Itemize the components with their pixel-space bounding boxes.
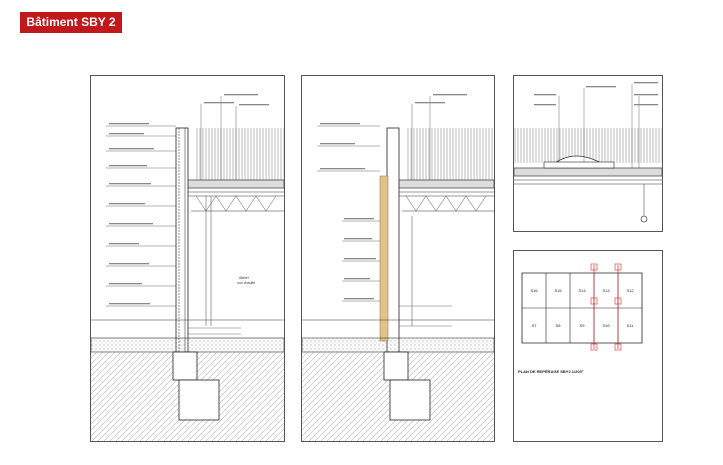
section-drawing-2-svg: [302, 94, 494, 441]
plan-cell-label: S9: [580, 323, 586, 328]
room-label-1: Atelier: [239, 276, 250, 280]
wall-column: [175, 127, 189, 354]
section-markers: [590, 263, 622, 351]
plan-grid: [521, 272, 643, 344]
foundation-footing: [178, 379, 220, 421]
plan-cell-label: S7: [532, 323, 538, 328]
plan-caption: PLAN DE REPÉRAGE SBY2 1/200°: [518, 369, 584, 374]
section-marker: [590, 263, 598, 271]
plan-cell-label: S11: [627, 323, 635, 328]
plan-cell-label: S14: [578, 288, 586, 293]
plan-cell-label: S15: [554, 288, 562, 293]
section-drawing-1: Atelier non chauffé: [90, 75, 285, 442]
plan-cell-label: S12: [626, 288, 634, 293]
section-marker: [590, 297, 598, 305]
section-marker: [590, 343, 598, 351]
section-drawing-2: [301, 75, 495, 442]
room-label-2: non chauffé: [237, 281, 255, 285]
roof-detail-drawing: [513, 75, 663, 232]
section-marker: [614, 297, 622, 305]
section-marker: [614, 343, 622, 351]
roof-slab: [185, 179, 284, 189]
annotation-leaders: [106, 96, 241, 335]
roof-cladding-hatch: [196, 128, 284, 180]
plan-cell-label: S10: [602, 323, 610, 328]
roof-detail-svg: [514, 82, 662, 223]
section-marker: [614, 263, 622, 271]
lamp-icon: [640, 215, 648, 223]
page-title: Bâtiment SBY 2: [20, 12, 122, 33]
insulation-panel: [379, 175, 389, 342]
section-drawing-1-svg: Atelier non chauffé: [91, 94, 284, 441]
plan-cell-label: S13: [602, 288, 610, 293]
plan-cell-label: S16: [530, 288, 538, 293]
plan-cell-label: S8: [556, 323, 562, 328]
gravel-layer: [91, 337, 284, 353]
